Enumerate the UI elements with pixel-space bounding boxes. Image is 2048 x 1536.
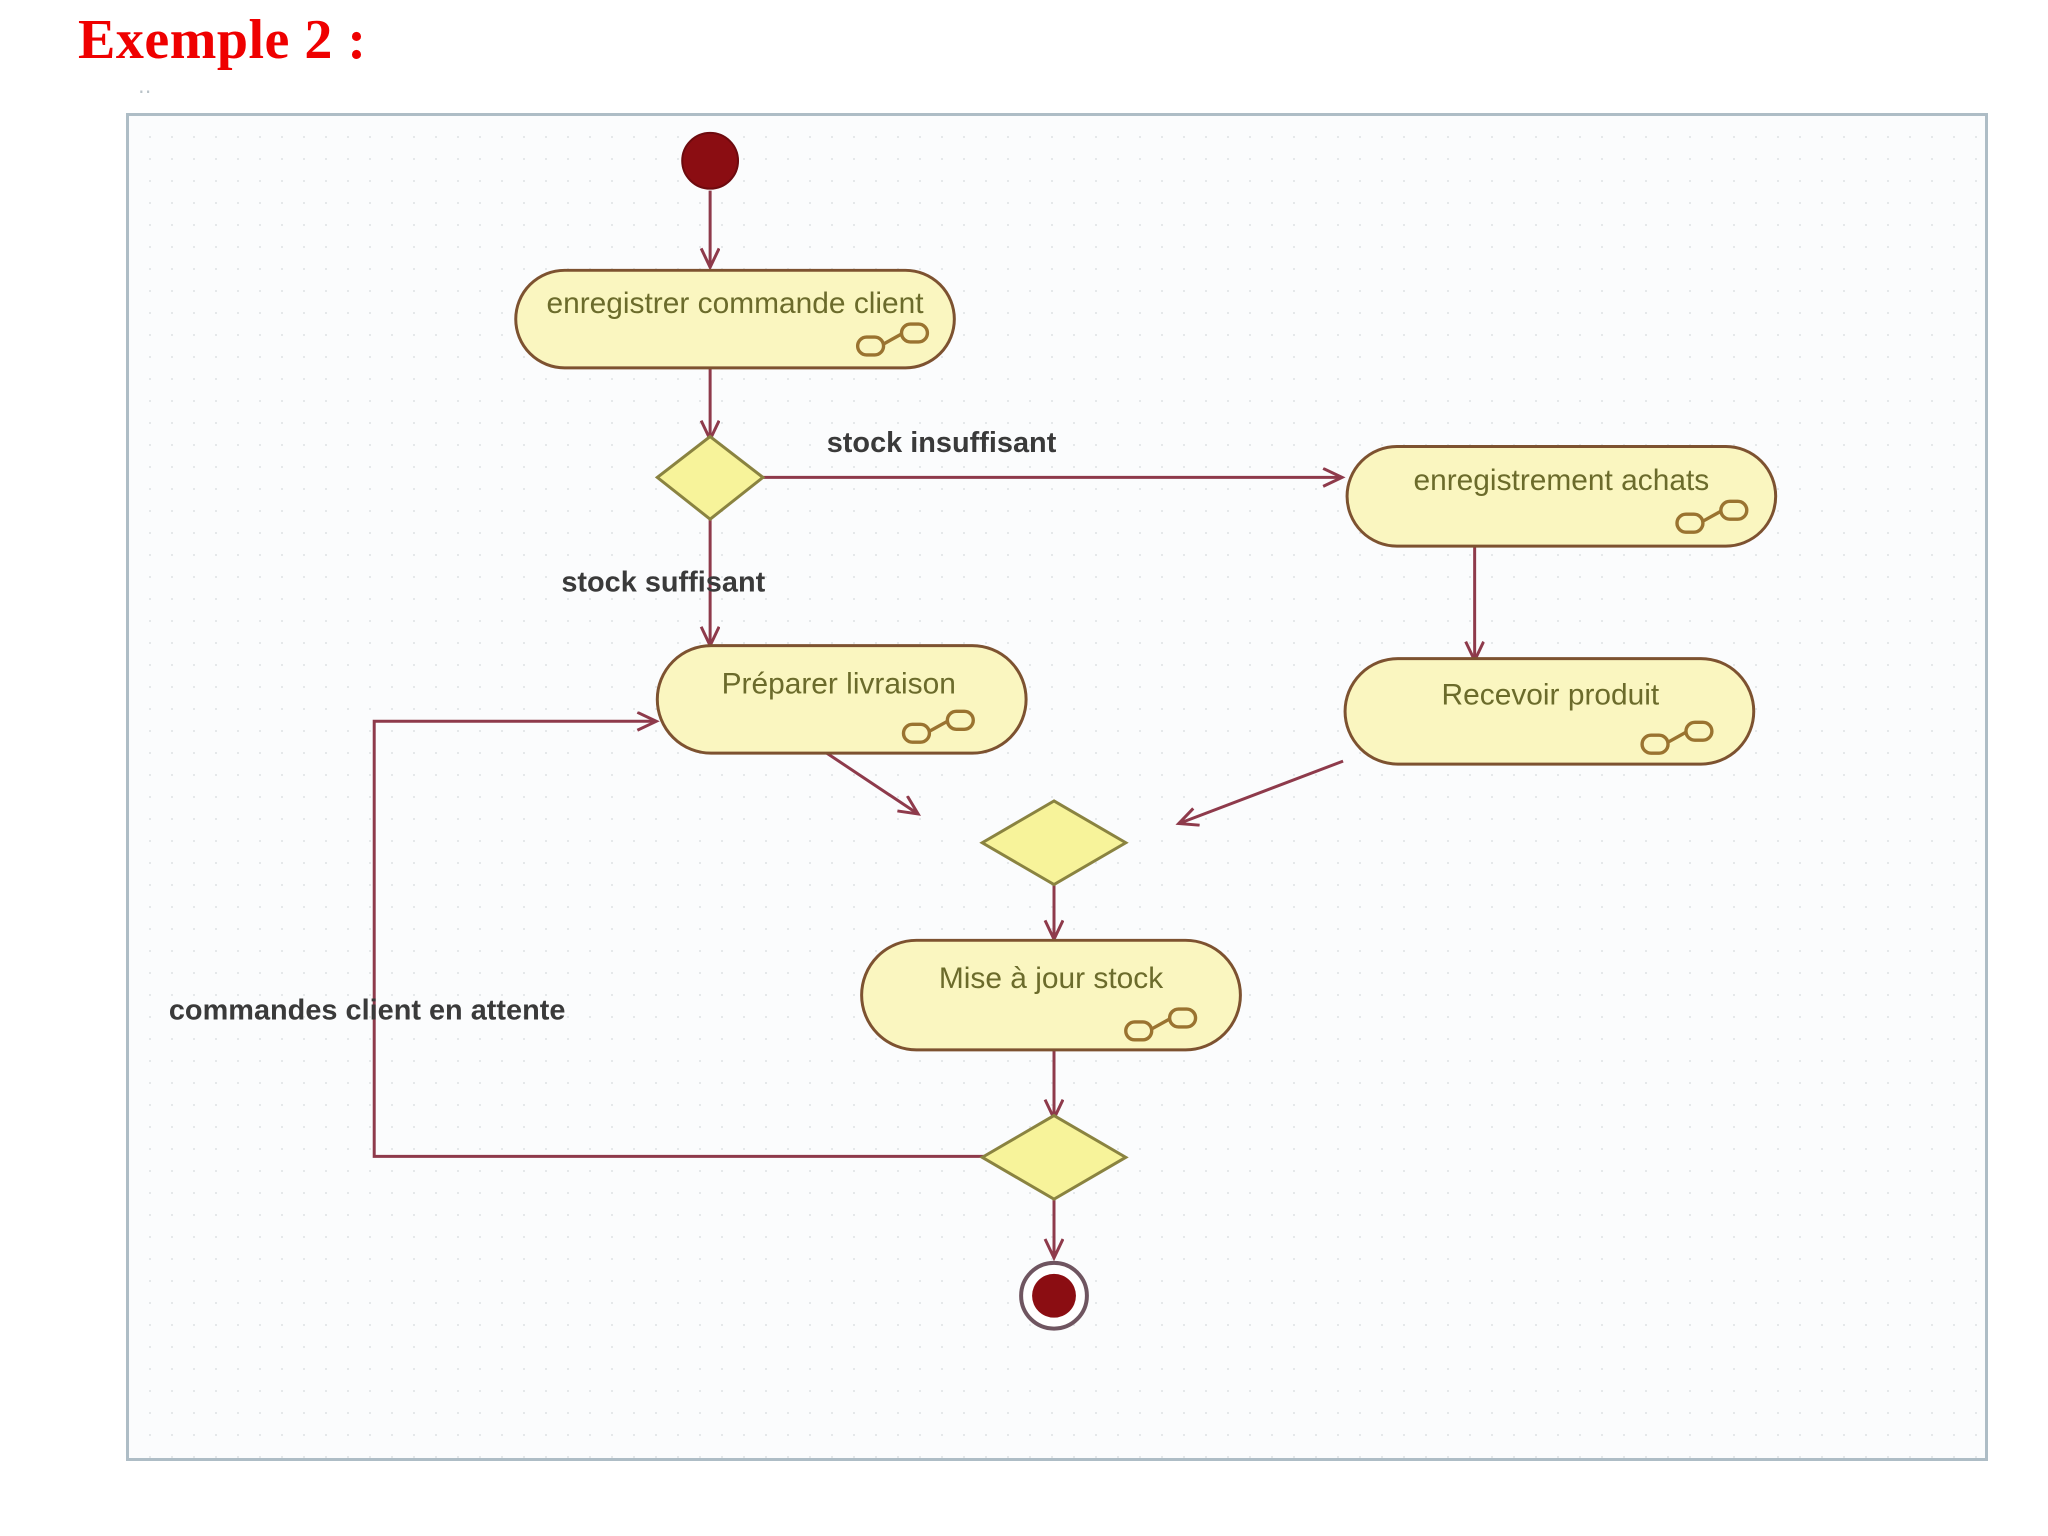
activity-diagram-svg[interactable]: enregistrer commande client stock insuff… <box>129 116 1985 1458</box>
activity-node-recevoir-produit[interactable]: Recevoir produit <box>1343 657 1756 766</box>
activity-label: Recevoir produit <box>1442 678 1660 711</box>
activity-node-preparer-livraison[interactable]: Préparer livraison <box>655 644 1028 755</box>
edge-label-commandes-client-en-attente: commandes client en attente <box>169 995 566 1027</box>
stray-artifact-mark: ․․ <box>138 76 152 98</box>
initial-node[interactable] <box>681 131 740 190</box>
edge-label-stock-suffisant: stock suffisant <box>561 567 765 599</box>
assembly-connector-icon <box>1675 499 1749 534</box>
assembly-connector-icon <box>855 322 930 357</box>
final-node[interactable] <box>1019 1260 1089 1331</box>
page-title: Exemple 2 : <box>78 9 367 71</box>
activity-label: enregistrement achats <box>1413 464 1709 497</box>
edge-act3-to-merge1 <box>825 751 917 813</box>
assembly-connector-icon <box>1640 720 1714 755</box>
diagram-canvas[interactable]: enregistrer commande client stock insuff… <box>126 113 1988 1461</box>
decision-node-fin[interactable] <box>979 1113 1129 1201</box>
edge-label-stock-insuffisant: stock insuffisant <box>827 427 1057 459</box>
activity-label: Préparer livraison <box>722 667 956 700</box>
activity-label: enregistrer commande client <box>546 287 924 320</box>
activity-node-enregistrer-commande-client[interactable]: enregistrer commande client <box>514 268 956 370</box>
activity-node-enregistrement-achats[interactable]: enregistrement achats <box>1345 445 1778 548</box>
edge-dec2-to-act3-feedback <box>372 721 1004 1158</box>
edge-act4-to-merge1 <box>1181 759 1344 823</box>
activity-node-mise-a-jour-stock[interactable]: Mise à jour stock <box>860 938 1242 1052</box>
merge-node[interactable] <box>979 799 1129 887</box>
assembly-connector-icon <box>901 709 975 744</box>
decision-node-stock[interactable] <box>654 434 766 522</box>
assembly-connector-icon <box>1124 1007 1198 1042</box>
activity-label: Mise à jour stock <box>939 962 1163 995</box>
